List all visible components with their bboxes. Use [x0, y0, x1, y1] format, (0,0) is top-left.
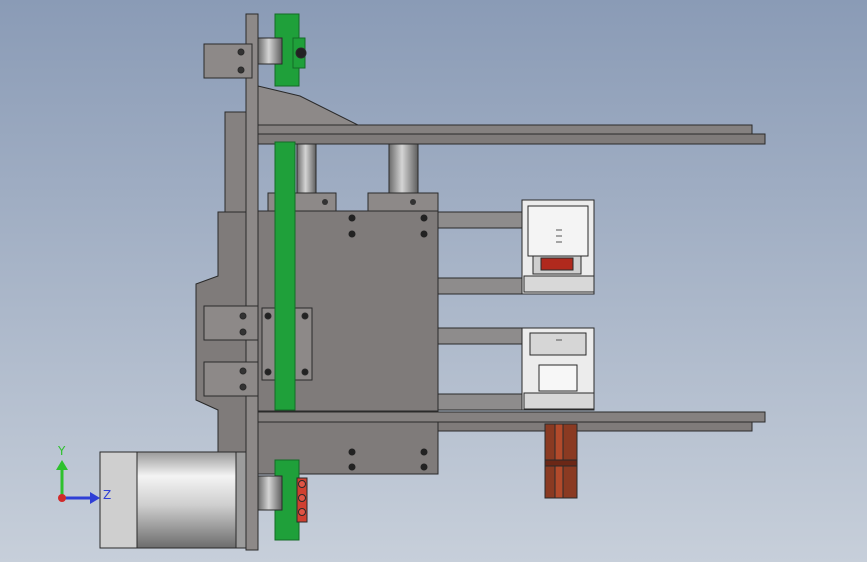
main-vertical-plate — [245, 13, 259, 551]
y-axis-arrowhead — [56, 460, 68, 470]
upper-arm — [437, 211, 526, 295]
lower-gripper-module — [521, 327, 595, 411]
stepper-motor — [99, 451, 247, 549]
coordinate-triad: Y Z — [56, 444, 111, 504]
origin-point — [58, 494, 66, 502]
carriage-bolts — [348, 214, 428, 471]
lower-arm — [437, 327, 526, 411]
y-axis-label: Y — [57, 444, 66, 458]
finger-assembly — [544, 423, 578, 499]
mid-bearing-block-1 — [203, 305, 259, 341]
bottom-pulley — [257, 475, 308, 523]
z-axis-label: Z — [103, 488, 111, 502]
upper-gripper-module — [521, 199, 595, 295]
rod-cap-right — [367, 192, 439, 213]
guide-rod-left — [296, 143, 317, 195]
z-axis-arrowhead — [90, 492, 100, 504]
top-pulley — [257, 37, 307, 69]
assembly — [99, 13, 766, 551]
mid-bearing-block-2 — [203, 361, 259, 397]
top-bearing-block — [203, 43, 253, 79]
guide-rod-right — [388, 143, 419, 195]
